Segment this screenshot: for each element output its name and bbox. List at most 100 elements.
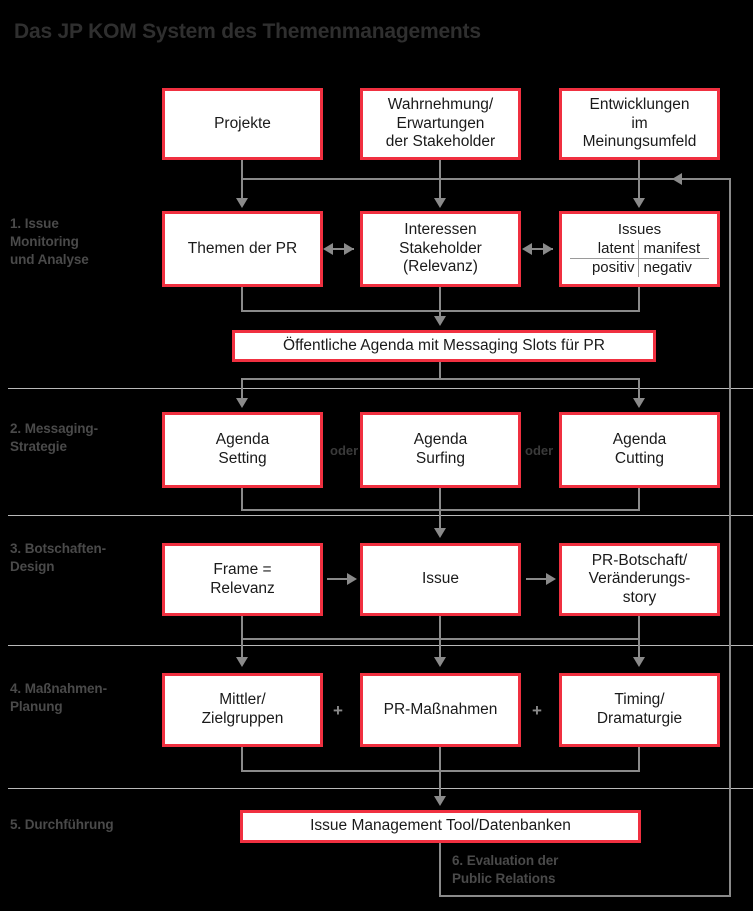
arrowhead-down-agenda xyxy=(434,316,446,326)
feedback-top-return xyxy=(680,178,731,180)
box-interessen-stakeholder[interactable]: Interessen Stakeholder (Relevanz) xyxy=(360,211,521,287)
box-frame-relevanz-label: Frame = Relevanz xyxy=(210,560,275,597)
arrowhead-down-issues xyxy=(633,198,645,208)
box-issue-management-tool-label: Issue Management Tool/Datenbanken xyxy=(310,817,571,835)
arrowhead-down-tool xyxy=(434,796,446,806)
box-issues[interactable]: Issues latent manifest positiv negativ xyxy=(559,211,720,287)
section-divider-2 xyxy=(8,515,753,516)
arrowhead-left-themen xyxy=(323,243,333,255)
box-oeffentliche-agenda-label: Öffentliche Agenda mit Messaging Slots f… xyxy=(283,336,605,354)
connector-projekte-stub xyxy=(241,160,243,180)
box-pr-botschaft-label: PR-Botschaft/ Veränderungs- story xyxy=(588,551,691,606)
connector-story-down xyxy=(638,616,640,640)
connector-frame-issue xyxy=(327,578,349,580)
connector-down-themen xyxy=(241,178,243,200)
box-pr-botschaft[interactable]: PR-Botschaft/ Veränderungs- story xyxy=(559,543,720,616)
box-agenda-surfing-label: Agenda Surfing xyxy=(413,431,468,467)
connector-oder-1: oder xyxy=(330,443,359,458)
box-mittler-zielgruppen[interactable]: Mittler/ Zielgruppen xyxy=(162,673,323,747)
connector-wahrnehmung-stub xyxy=(439,160,441,180)
issues-cell-latent: latent xyxy=(570,240,640,259)
connector-down-interessen xyxy=(439,178,441,200)
arrowhead-feedback-into-bus xyxy=(672,173,682,185)
connector-issue-story xyxy=(526,578,548,580)
connector-interessen-issues xyxy=(529,248,553,250)
arrowhead-down-mittler xyxy=(236,657,248,667)
feedback-right-riser xyxy=(729,178,731,896)
phase-label-6: 6. Evaluation der Public Relations xyxy=(452,853,559,886)
box-entwicklungen[interactable]: Entwicklungen im Meinungsumfeld xyxy=(559,88,720,160)
phase-label-2: 2. Messaging- Strategie xyxy=(10,421,98,454)
connector-issues-down xyxy=(638,287,640,312)
feedback-down-from-tool xyxy=(439,843,441,897)
issues-cell-manifest: manifest xyxy=(639,240,709,259)
box-projekte[interactable]: Projekte xyxy=(162,88,323,160)
arrowhead-down-themen xyxy=(236,198,248,208)
box-agenda-setting[interactable]: Agenda Setting xyxy=(162,412,323,488)
page-title: Das JP KOM System des Themenmanagements xyxy=(14,20,481,43)
connector-down-setting xyxy=(241,378,243,400)
issues-cell-positiv: positiv xyxy=(570,258,640,277)
phase-label-3: 3. Botschaften- Design xyxy=(10,541,107,574)
box-mittler-zielgruppen-label: Mittler/ Zielgruppen xyxy=(201,691,284,727)
connector-plus-1: + xyxy=(333,701,343,720)
connector-prmassnahmen-down xyxy=(439,747,441,802)
box-agenda-cutting[interactable]: Agenda Cutting xyxy=(559,412,720,488)
arrowhead-right-story xyxy=(546,573,556,585)
connector-mittler-down xyxy=(241,747,243,772)
connector-oder-2: oder xyxy=(525,443,554,458)
box-timing-dramaturgie-label: Timing/ Dramaturgie xyxy=(596,691,683,727)
connector-down-issues xyxy=(638,178,640,200)
phase-label-5: 5. Durchführung xyxy=(10,817,114,832)
box-themen-der-pr[interactable]: Themen der PR xyxy=(162,211,323,287)
connector-agenda-down-stub xyxy=(439,362,441,380)
connector-input-bus xyxy=(241,178,731,180)
connector-plus-2: + xyxy=(532,701,542,720)
connector-agenda-bus xyxy=(241,378,639,380)
phase-label-1: 1. Issue Monitoring und Analyse xyxy=(10,216,89,267)
arrowhead-right-interessen xyxy=(344,243,354,255)
box-wahrnehmung-label: Wahrnehmung/ Erwartungen der Stakeholder xyxy=(385,96,496,151)
issues-cell-negativ: negativ xyxy=(643,258,692,276)
connector-timing-down xyxy=(638,747,640,772)
connector-cutting-down xyxy=(638,488,640,511)
arrowhead-down-issue xyxy=(434,528,446,538)
box-oeffentliche-agenda[interactable]: Öffentliche Agenda mit Messaging Slots f… xyxy=(232,330,656,362)
arrowhead-left-interessen xyxy=(522,243,532,255)
connector-frame-down xyxy=(241,616,243,640)
box-agenda-cutting-label: Agenda Cutting xyxy=(612,431,667,467)
issues-grid: latent manifest positiv negativ xyxy=(570,240,709,277)
box-agenda-surfing[interactable]: Agenda Surfing xyxy=(360,412,521,488)
box-interessen-stakeholder-label: Interessen Stakeholder (Relevanz) xyxy=(399,221,482,276)
box-pr-massnahmen-label: PR-Maßnahmen xyxy=(383,700,498,718)
box-pr-massnahmen[interactable]: PR-Maßnahmen xyxy=(360,673,521,747)
arrowhead-down-timing xyxy=(633,657,645,667)
box-issue-management-tool[interactable]: Issue Management Tool/Datenbanken xyxy=(240,810,641,843)
arrowhead-down-cutting xyxy=(633,398,645,408)
box-projekte-label: Projekte xyxy=(214,114,271,132)
section-divider-3 xyxy=(8,645,753,646)
issues-matrix: Issues latent manifest positiv negativ xyxy=(566,221,713,277)
connector-down-timing xyxy=(638,638,640,660)
connector-setting-down xyxy=(241,488,243,511)
connector-down-cutting xyxy=(638,378,640,400)
box-themen-der-pr-label: Themen der PR xyxy=(187,239,298,257)
arrowhead-right-issue xyxy=(347,573,357,585)
connector-entwicklungen-stub xyxy=(638,160,640,180)
box-issue-label: Issue xyxy=(421,570,460,588)
box-issue[interactable]: Issue xyxy=(360,543,521,616)
connector-down-mittler xyxy=(241,638,243,660)
connector-themen-interessen xyxy=(330,248,354,250)
box-wahrnehmung[interactable]: Wahrnehmung/ Erwartungen der Stakeholder xyxy=(360,88,521,160)
box-frame-relevanz[interactable]: Frame = Relevanz xyxy=(162,543,323,616)
box-timing-dramaturgie[interactable]: Timing/ Dramaturgie xyxy=(559,673,720,747)
connector-surfing-down xyxy=(439,488,441,533)
feedback-bottom-line xyxy=(439,895,731,897)
box-entwicklungen-label: Entwicklungen im Meinungsumfeld xyxy=(582,96,697,151)
arrowhead-right-issues xyxy=(543,243,553,255)
section-divider-4 xyxy=(8,788,753,789)
section-divider-1 xyxy=(8,388,753,389)
connector-themen-down xyxy=(241,287,243,312)
arrowhead-down-interessen xyxy=(434,198,446,208)
